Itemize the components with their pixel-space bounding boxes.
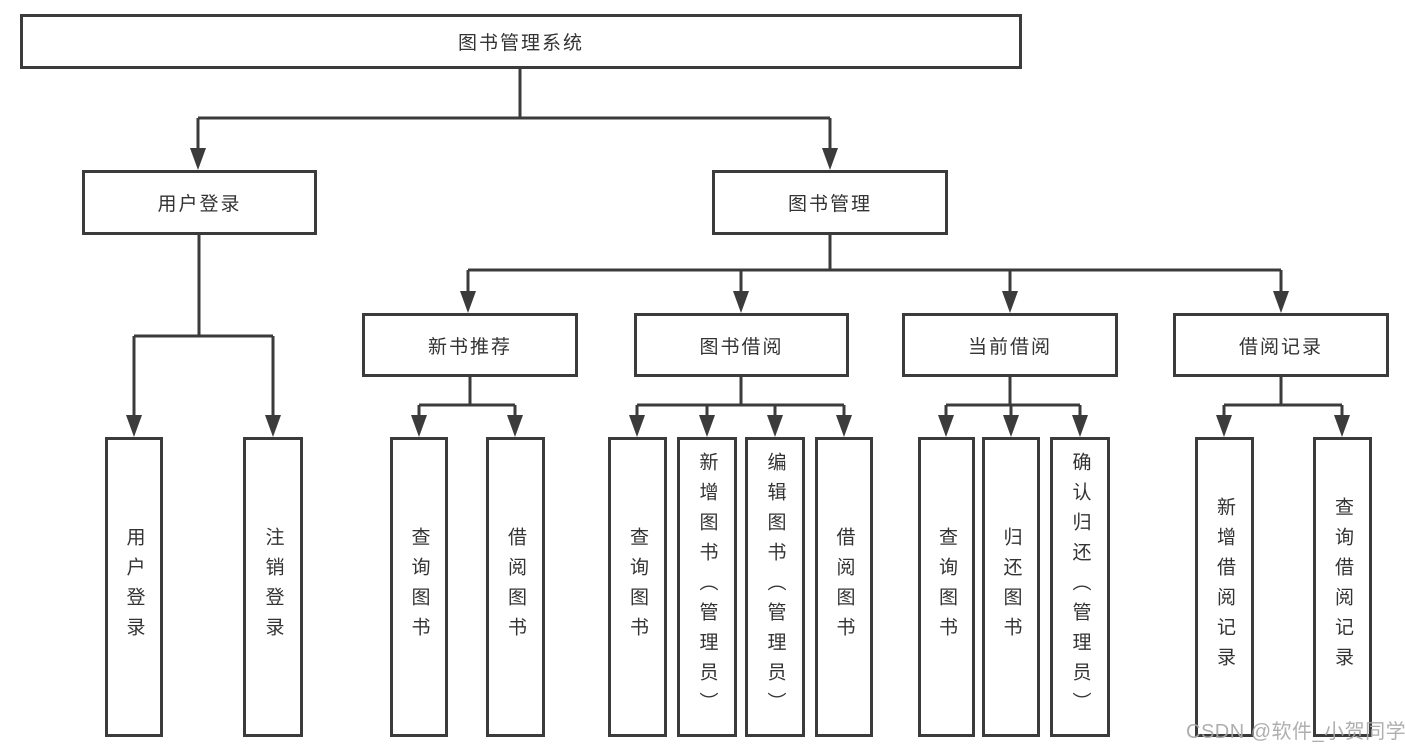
leaf-currentborrow-return: 归还图书 [982,437,1040,737]
leaf-user-login-label: 用户登录 [123,527,145,647]
node-book-borrow: 图书借阅 [634,313,849,377]
connector-bookborrow-to-leaves [635,377,846,418]
connector-borrowrecord-to-leaves [1222,377,1344,418]
leaf-bookborrow-edit-label: 编辑图书（管理员） [764,452,786,722]
connector-bookmgmt-to-level3 [466,234,1283,294]
node-book-borrow-label: 图书借阅 [699,336,784,358]
leaf-bookborrow-add-label: 新增图书（管理员） [696,452,718,722]
node-root: 图书管理系统 [20,14,1022,69]
node-new-book-recommend-label: 新书推荐 [427,336,512,358]
leaf-currentborrow-confirm-label: 确认归还（管理员） [1069,452,1091,722]
connector-userlogin-to-leaves [132,234,275,418]
leaf-newbook-query: 查询图书 [390,437,448,737]
leaf-borrowrecord-add-label: 新增借阅记录 [1214,497,1235,677]
leaf-logout: 注销登录 [243,437,303,737]
leaf-currentborrow-query-label: 查询图书 [936,527,957,647]
leaf-borrowrecord-query-label: 查询借阅记录 [1332,497,1353,677]
leaf-currentborrow-confirm: 确认归还（管理员） [1050,437,1110,737]
leaf-borrowrecord-query: 查询借阅记录 [1313,437,1372,737]
node-current-borrow: 当前借阅 [902,313,1118,377]
node-borrow-record: 借阅记录 [1173,313,1389,377]
arrowheads [126,148,1350,437]
leaf-bookborrow-edit: 编辑图书（管理员） [745,437,805,737]
leaf-bookborrow-borrow: 借阅图书 [815,437,873,737]
leaf-bookborrow-query: 查询图书 [608,437,667,737]
leaf-borrowrecord-add: 新增借阅记录 [1195,437,1254,737]
node-root-label: 图书管理系统 [457,33,584,54]
node-book-management-label: 图书管理 [787,194,872,215]
leaf-newbook-query-label: 查询图书 [408,527,430,647]
node-book-management: 图书管理 [712,170,948,235]
leaf-bookborrow-borrow-label: 借阅图书 [833,527,855,647]
node-user-login-label: 用户登录 [157,194,242,215]
leaf-bookborrow-query-label: 查询图书 [627,527,648,647]
leaf-bookborrow-add: 新增图书（管理员） [677,437,737,737]
leaf-newbook-borrow: 借阅图书 [486,437,545,737]
connector-currentborrow-to-leaves [944,377,1082,418]
leaf-logout-label: 注销登录 [262,527,284,647]
node-borrow-record-label: 借阅记录 [1238,336,1323,358]
leaf-user-login: 用户登录 [105,437,163,737]
connector-root-to-level2 [196,68,832,150]
csdn-watermark: CSDN @软件_小贺同学 [1186,721,1405,743]
node-user-login: 用户登录 [82,170,317,235]
leaf-newbook-borrow-label: 借阅图书 [505,527,526,647]
node-new-book-recommend: 新书推荐 [362,313,578,377]
connector-newbook-to-leaves [417,377,517,418]
leaf-currentborrow-return-label: 归还图书 [1000,527,1022,647]
leaf-currentborrow-query: 查询图书 [918,437,975,737]
node-current-borrow-label: 当前借阅 [967,336,1052,358]
